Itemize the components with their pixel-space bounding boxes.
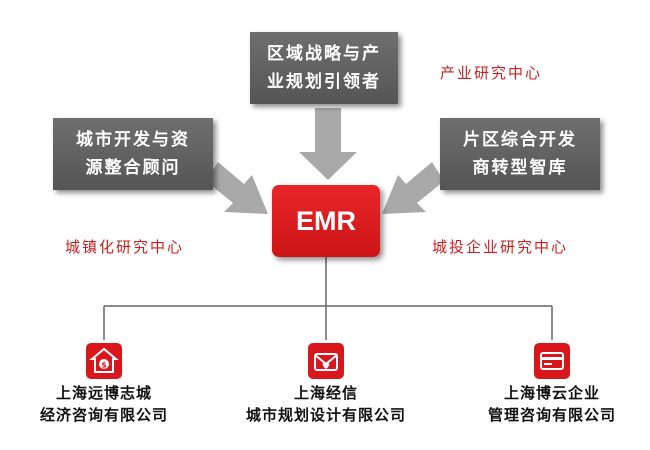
emr-label: EMR [296,205,356,236]
envelope-heart-icon [308,343,344,379]
right-role-box: 片区综合开发 商转型智库 [440,118,600,190]
arrow-from-left [206,162,268,214]
top-role-line2: 业规划引领者 [267,72,381,92]
company-right-line2: 管理咨询有限公司 [487,406,616,424]
industry-research-label: 产业研究中心 [440,64,543,82]
company-name-left: 上海远博志城 经济咨询有限公司 [0,382,219,426]
left-role-box: 城市开发与资 源整合顾问 [53,118,213,190]
company-left-line1: 上海远博志城 [55,384,152,402]
company-left-line2: 经济咨询有限公司 [39,406,168,424]
left-role-line1: 城市开发与资 [76,130,190,150]
arrow-from-right [382,162,444,214]
urbanization-research-label: 城镇化研究中心 [65,238,185,256]
emr-center-box: EMR [272,185,380,257]
top-role-line1: 区域战略与产 [267,44,381,64]
svg-text:$: $ [101,361,107,370]
top-role-box: 区域战略与产 业规划引领者 [250,32,398,104]
right-role-line1: 片区综合开发 [463,130,577,150]
credit-card-icon [534,343,570,379]
right-role-line2: 商转型智库 [472,158,568,178]
left-role-line2: 源整合顾问 [85,158,181,178]
company-name-right: 上海博云企业 管理咨询有限公司 [437,382,650,426]
city-investment-research-label: 城投企业研究中心 [432,238,569,256]
company-right-line1: 上海博云企业 [503,384,600,402]
arrow-from-top [299,108,357,180]
company-center-line1: 上海经信 [293,384,358,402]
house-dollar-icon: $ [86,343,122,379]
company-name-center: 上海经信 城市规划设计有限公司 [211,382,441,426]
company-center-line2: 城市规划设计有限公司 [245,406,406,424]
